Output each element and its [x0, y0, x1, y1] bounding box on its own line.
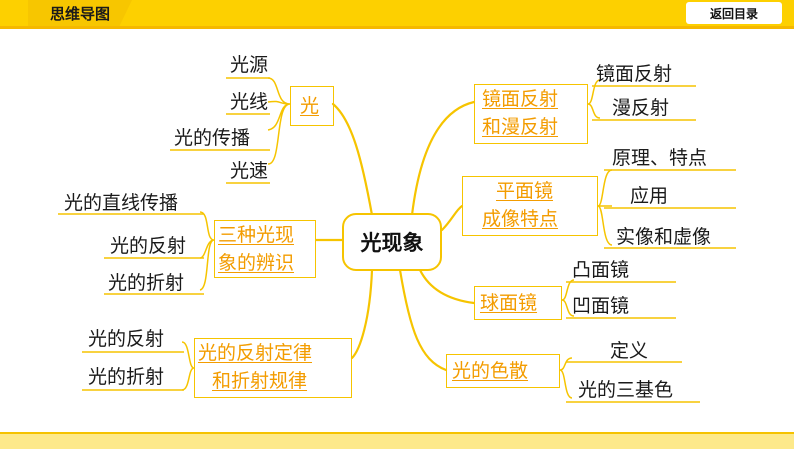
item-light-ray: 光线: [230, 91, 269, 113]
center-node-label: 光现象: [360, 231, 424, 255]
item-specular: 镜面反射: [596, 63, 673, 85]
item-definition: 定义: [610, 340, 649, 362]
item-refraction-2: 光的折射: [88, 366, 165, 388]
connector-center-law: [350, 268, 374, 360]
item-convex: 凸面镜: [572, 259, 630, 281]
branch-mirror-line1: 镜面反射: [482, 88, 559, 110]
footer-bar: [0, 432, 794, 449]
page-title: 思维导图: [28, 0, 133, 26]
branch-mirror-box: [474, 84, 588, 144]
branch-plane-box: [462, 176, 598, 236]
back-to-contents-label: 返回目录: [709, 6, 758, 21]
item-straight-propagation: 光的直线传播: [64, 192, 179, 214]
connector-center-dispersion: [398, 268, 448, 372]
branch-mirror-line2: 和漫反射: [482, 116, 559, 138]
back-to-contents-button[interactable]: 返回目录: [686, 2, 782, 24]
brace-plane: [597, 169, 613, 246]
item-light-speed: 光速: [230, 160, 269, 182]
brace-sphere: [561, 279, 575, 317]
connector-center-plane: [440, 204, 464, 232]
brace-law: [181, 341, 195, 391]
brace-dispersion: [559, 357, 573, 399]
branch-plane-line1: 平面镜: [496, 180, 554, 202]
brace-light: [267, 77, 291, 165]
brace-three: [199, 211, 215, 291]
branch-sphere: 球面镜: [480, 292, 538, 314]
item-application: 应用: [630, 185, 669, 207]
item-principle: 原理、特点: [612, 147, 708, 169]
header-divider: [0, 26, 794, 29]
branch-dispersion-box: [446, 354, 560, 388]
branch-three-phenomena-box: [214, 220, 316, 278]
connector-lines: [58, 77, 736, 403]
item-primary-colors: 光的三基色: [578, 379, 674, 401]
branch-three-phenomena-line1: 三种光现: [218, 224, 295, 246]
item-concave: 凹面镜: [572, 295, 630, 317]
connector-center-light: [331, 102, 374, 217]
center-node: 光现象: [342, 213, 442, 271]
branch-law-line1: 光的反射定律: [198, 342, 313, 364]
branch-dispersion: 光的色散: [452, 360, 529, 382]
branch-light-box: [290, 86, 334, 126]
item-reflection-2: 光的反射: [88, 328, 165, 350]
page-title-text: 思维导图: [50, 4, 111, 23]
item-light-propagation: 光的传播: [174, 127, 251, 149]
branch-plane-line2: 成像特点: [482, 208, 559, 230]
connector-center-mirror: [410, 100, 476, 217]
item-real-virtual: 实像和虚像: [616, 226, 712, 248]
brace-mirror: [587, 79, 601, 119]
branch-sphere-box: [474, 286, 562, 320]
item-diffuse: 漫反射: [612, 97, 670, 119]
branch-three-phenomena-line2: 象的辨识: [218, 252, 295, 274]
header-bar: [0, 0, 794, 26]
item-reflection-1: 光的反射: [110, 235, 187, 257]
item-light-source: 光源: [230, 54, 269, 76]
branch-law-box: [194, 338, 352, 398]
connector-center-sphere: [418, 268, 476, 305]
branch-light: 光: [300, 95, 320, 117]
item-refraction-1: 光的折射: [108, 272, 185, 294]
branch-law-line2: 和折射规律: [212, 370, 308, 392]
